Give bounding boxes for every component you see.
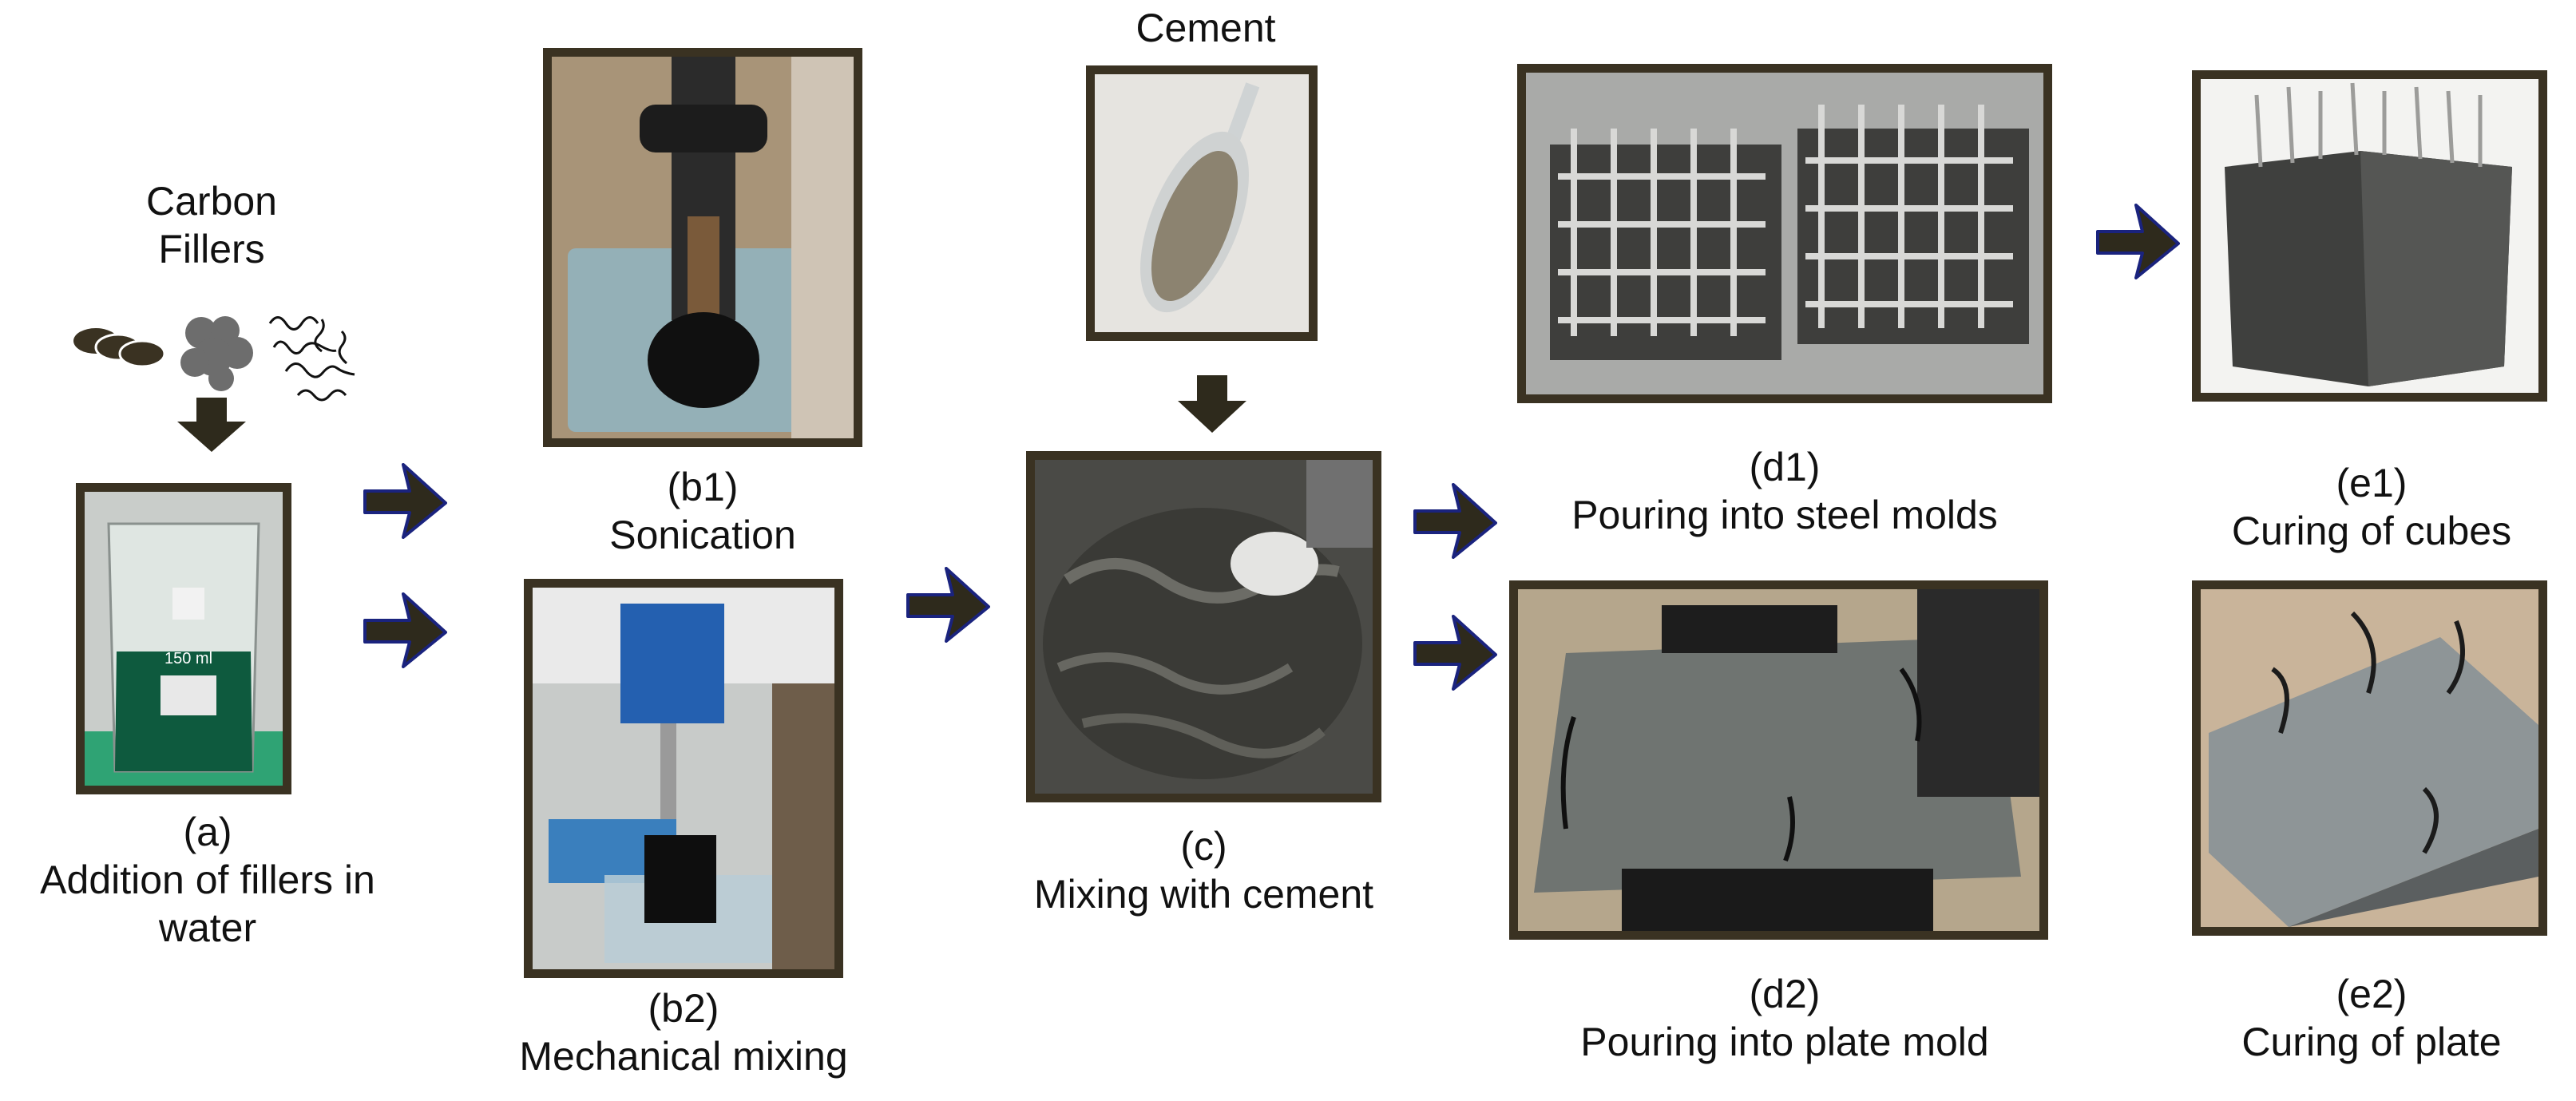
mechanical-mixing-photo [524,579,843,978]
step-d2-id: (d2) [1749,972,1821,1016]
step-a-label: (a) Addition of fillers in water [0,808,415,952]
cement-scoop-photo [1086,65,1318,341]
step-e2-id: (e2) [2336,972,2408,1016]
graphene-platelets-icon [72,307,168,379]
step-c-text: Mixing with cement [1033,872,1374,917]
cement-mixing-photo [1026,451,1381,802]
beaker-photo: 150 ml [76,483,291,794]
step-e2-text: Curing of plate [2241,1020,2502,1064]
step-d1-text: Pouring into steel molds [1571,493,1998,537]
step-b1-label: (b1) Sonication [543,463,862,559]
step-e1-label: (e1) Curing of cubes [2172,459,2571,555]
carbon-fibers-icon [266,307,366,407]
step-c-id: (c) [1180,824,1227,869]
carbon-fillers-label: Carbon Fillers [136,177,287,273]
arrow-to-mechanical-mixing-icon [363,592,447,668]
step-b2-label: (b2) Mechanical mixing [468,984,899,1080]
step-a-line1: Addition of fillers in [40,857,375,902]
step-b2-id: (b2) [648,986,719,1031]
cured-plate-photo [2192,580,2547,936]
step-b2-text: Mechanical mixing [519,1034,848,1079]
arrow-to-steel-molds-icon [1413,483,1497,559]
cement-down-arrow-icon [1178,375,1246,433]
step-e2-label: (e2) Curing of plate [2172,970,2571,1066]
step-e1-text: Curing of cubes [2231,509,2512,553]
step-c-label: (c) Mixing with cement [974,822,1433,918]
step-b1-text: Sonication [609,513,796,557]
cement-label: Cement [1135,6,1276,50]
step-a-line2: water [158,905,257,950]
beaker-marking: 150 ml [164,650,212,667]
arrow-to-plate-mold-icon [1413,615,1497,691]
step-d1-id: (d1) [1749,445,1821,489]
step-d2-label: (d2) Pouring into plate mold [1485,970,2084,1066]
carbon-black-cluster-icon [177,313,257,393]
step-e1-id: (e1) [2336,461,2408,505]
arrow-to-cement-mixing-icon [906,567,990,643]
down-arrow-icon [177,398,246,452]
step-d2-text: Pouring into plate mold [1580,1020,1989,1064]
cured-cube-photo [2192,70,2547,402]
step-d1-label: (d1) Pouring into steel molds [1485,443,2084,539]
sonication-photo [543,48,862,447]
fillers-label-line2: Fillers [158,227,265,271]
step-b1-id: (b1) [667,465,739,509]
step-a-id: (a) [183,810,232,854]
plate-mold-photo [1509,580,2048,940]
carbon-label-line1: Carbon [146,179,277,224]
arrow-to-cube-curing-icon [2096,204,2180,279]
steel-molds-photo [1517,64,2052,403]
arrow-to-sonication-icon [363,463,447,539]
